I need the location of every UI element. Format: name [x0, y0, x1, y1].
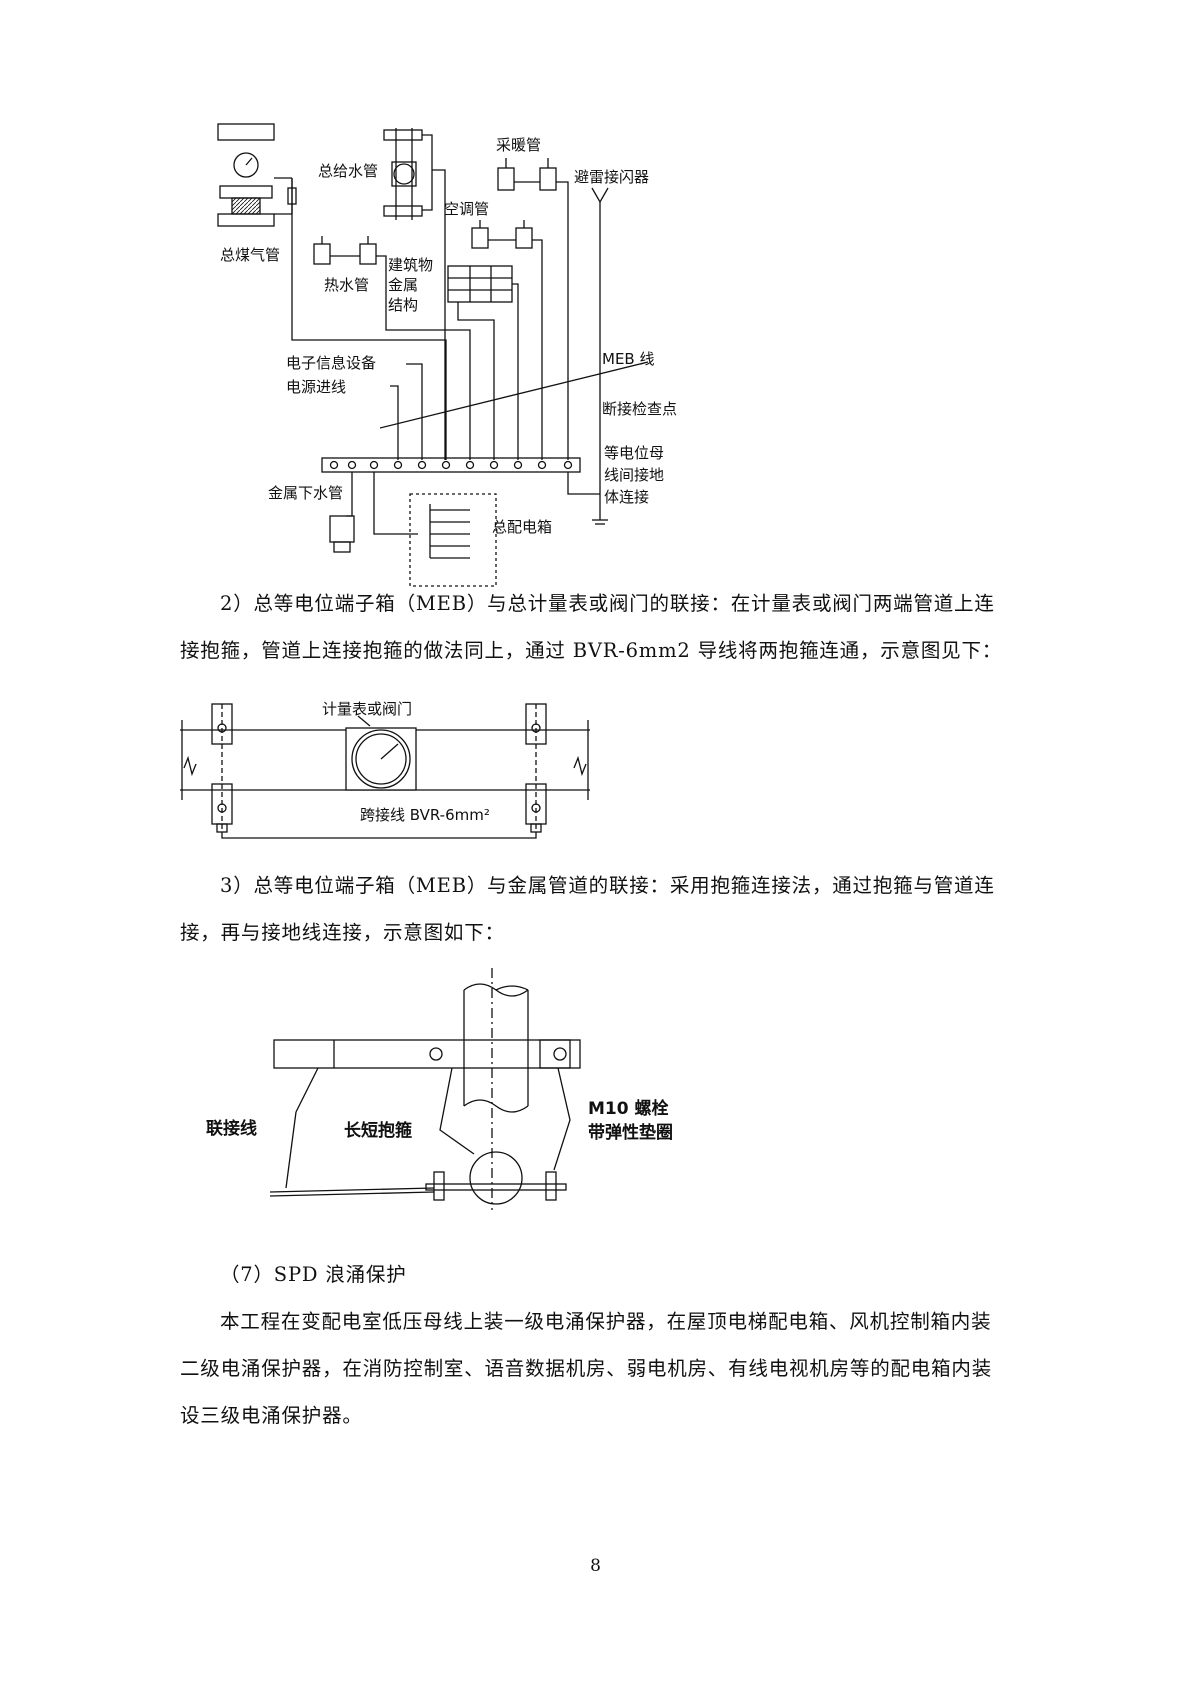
label-ac-pipe: 空调管 [444, 200, 489, 218]
meter-jumper-diagram: 计量表或阀门 跨接线 BVR-6mm² [180, 700, 590, 839]
label-drain-pipe: 金属下水管 [268, 484, 343, 502]
label-ground-3: 体连接 [604, 488, 649, 506]
section-heading: （7）SPD 浪涌保护 [220, 1263, 407, 1286]
label-building-metal-2: 金属 [388, 276, 418, 294]
label-connect-wire: 联接线 [206, 1118, 257, 1139]
label-heating-pipe: 采暖管 [496, 136, 541, 154]
pipe-clamp-diagram: 联接线 长短抱箍 M10 螺栓 带弹性垫圈 [206, 968, 673, 1210]
bonding-overview-diagram: 总煤气管 总给水管 采暖管 避雷接闪器 热水管 空调管 建筑物 金属 结构 电子… [217, 123, 677, 587]
paragraph-line: 2）总等电位端子箱（MEB）与总计量表或阀门的联接：在计量表或阀门两端管道上连 [220, 592, 995, 615]
label-water-main: 总给水管 [318, 162, 378, 180]
paragraph-line: 接，再与接地线连接，示意图如下： [180, 921, 505, 944]
label-main-panel: 总配电箱 [492, 518, 552, 536]
label-meter-valve: 计量表或阀门 [322, 700, 412, 718]
label-ground-2: 线间接地 [604, 466, 664, 484]
paragraph-line: 接抱箍，管道上连接抱箍的做法同上，通过 BVR-6mm2 导线将两抱箍连通，示意… [180, 639, 1003, 662]
label-hot-water-pipe: 热水管 [324, 276, 369, 294]
label-jumper-wire: 跨接线 BVR-6mm² [360, 806, 490, 824]
paragraph-line: 二级电涌保护器，在消防控制室、语音数据机房、弱电机房、有线电视机房等的配电箱内装 [180, 1357, 993, 1380]
paragraph-meter-bonding: 2）总等电位端子箱（MEB）与总计量表或阀门的联接：在计量表或阀门两端管道上连 … [180, 580, 1010, 674]
label-bolt: M10 螺栓 [588, 1098, 669, 1119]
label-power-inlet: 电源进线 [286, 378, 346, 396]
paragraph-line: 3）总等电位端子箱（MEB）与金属管道的联接：采用抱箍连接法，通过抱箍与管道连 [220, 874, 995, 897]
page-number: 8 [590, 1556, 601, 1576]
paragraph-line: 本工程在变配电室低压母线上装一级电涌保护器，在屋顶电梯配电箱、风机控制箱内装 [220, 1310, 992, 1333]
section-spd: （7）SPD 浪涌保护 本工程在变配电室低压母线上装一级电涌保护器，在屋顶电梯配… [180, 1251, 1010, 1439]
label-lightning-arrester: 避雷接闪器 [574, 168, 649, 186]
label-ground-1: 等电位母 [604, 444, 664, 462]
label-test-point: 断接检查点 [602, 400, 677, 418]
label-clamp: 长短抱箍 [344, 1120, 412, 1141]
paragraph-line: 设三级电涌保护器。 [180, 1404, 363, 1427]
label-building-metal-1: 建筑物 [388, 256, 433, 274]
label-electronic-equipment: 电子信息设备 [286, 354, 376, 372]
label-gas-main: 总煤气管 [220, 246, 280, 264]
label-building-metal-3: 结构 [388, 296, 418, 314]
label-washer: 带弹性垫圈 [588, 1122, 673, 1143]
label-meb-line: MEB 线 [602, 350, 654, 368]
paragraph-pipe-bonding: 3）总等电位端子箱（MEB）与金属管道的联接：采用抱箍连接法，通过抱箍与管道连 … [180, 862, 1010, 956]
